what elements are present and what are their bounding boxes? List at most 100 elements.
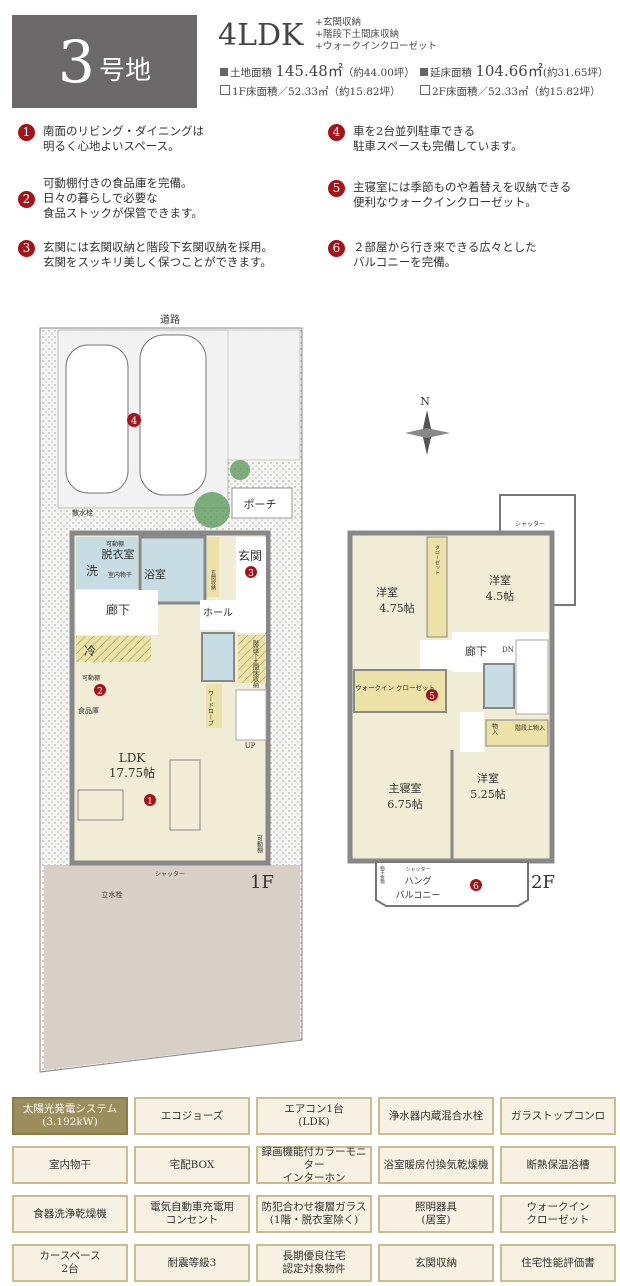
svg-text:5: 5	[429, 692, 435, 702]
feature-item: 長期優良住宅 認定対象物件	[256, 1244, 372, 1282]
point-text: 主寝室には季節ものや着替えを収納できる 便利なウォークインクローゼット。	[353, 180, 572, 209]
floor-area-label: 延床面積	[430, 67, 472, 79]
svg-text:2: 2	[97, 687, 103, 697]
land-area-value: 145.48㎡	[275, 62, 343, 80]
compass-north-label: N	[420, 395, 430, 408]
feature-item: エアコン1台 (LDK)	[256, 1097, 372, 1135]
empty-square-icon	[220, 85, 230, 95]
feature-item: 防犯合わせ複層ガラス (1階・脱衣室除く)	[256, 1195, 372, 1233]
f2-area: 2F床面積／52.33㎡（約15.82坪）	[420, 84, 601, 99]
svg-text:6: 6	[473, 882, 479, 892]
dn-label: DN	[502, 646, 514, 654]
balcony-label: バルコニー	[396, 890, 441, 901]
point-1: 1 南面のリビング・ダイニングは 明るく心地よいスペース。	[18, 124, 204, 154]
corridor-label: 廊下	[106, 602, 130, 617]
f1-area-text: 1F床面積／52.33㎡（約15.82坪）	[232, 86, 401, 98]
stair-storage-label: 階段上物入	[515, 724, 545, 732]
land-area-label: 土地面積	[230, 67, 272, 79]
room3-size: 5.25帖	[470, 788, 506, 801]
feature-item: ガラストップコンロ	[500, 1097, 616, 1135]
lot-suffix: 号地	[98, 56, 151, 86]
svg-text:4: 4	[131, 416, 137, 427]
lot-number: 3	[58, 27, 95, 96]
point-text: 車を2台並列駐車できる 駐車スペースも完備しています。	[353, 124, 523, 153]
car-icon	[65, 334, 207, 496]
storage-label: 物入	[491, 722, 498, 735]
spigot-label: 散水栓	[72, 508, 93, 517]
lot-title: 3 号地	[12, 15, 197, 108]
floor-area: 延床面積 104.66㎡(約31.65坪）	[420, 60, 609, 81]
feature-item: 食器洗浄乾燥機	[12, 1195, 128, 1233]
standpipe-label: 立水栓	[102, 890, 123, 899]
point-text: 玄関には玄関収納と階段下玄関収納を採用。 玄関をスッキリ美しく保つことができます…	[43, 240, 273, 269]
feature-item: 断熱保温浴槽	[500, 1146, 616, 1184]
f1-area: 1F床面積／52.33㎡（約15.82坪）	[220, 84, 401, 99]
badge-4	[127, 413, 141, 427]
badge: 1	[18, 124, 35, 141]
floor-1: 脱衣室 洗 室内物干 可動棚 浴室 玄関 3 玄関収納 ホール 廊下 冷 可動棚…	[69, 530, 274, 899]
feature-item: 住宅性能評価書	[500, 1244, 616, 1282]
dryer-label: 室内物干	[108, 571, 132, 579]
floor-1-label: 1F	[250, 872, 274, 893]
road-label: 道路	[160, 313, 180, 326]
wic-label: ウォークイン クローゼット	[355, 683, 435, 692]
extras-list: +玄関収納 +階段下土間床収納 +ウォークインクローゼット	[315, 17, 437, 53]
floor-area-tsubo: (約31.65坪）	[542, 67, 609, 79]
porch-label: ポーチ	[244, 498, 277, 511]
fridge-label: 冷	[84, 644, 96, 658]
layout-type: 4LDK	[218, 18, 304, 53]
feature-item: カースペース 2台	[12, 1244, 128, 1282]
point-2: 2 可動棚付きの食品庫を完備。 日々の暮らしで必要な 食品ストックが保管できます。	[18, 176, 203, 221]
porch	[231, 487, 293, 519]
compass-icon: N	[405, 395, 450, 455]
tree-icon	[194, 492, 230, 528]
bath-label: 浴室	[144, 567, 166, 581]
point-5: 5 主寝室には季節ものや着替えを収納できる 便利なウォークインクローゼット。	[328, 180, 571, 210]
feature-item: 太陽光発電システム (3.192kW)	[12, 1097, 128, 1135]
f2-area-text: 2F床面積／52.33㎡（約15.82坪）	[432, 86, 601, 98]
shutter-label: シャッター	[405, 866, 430, 873]
wash-label: 洗	[86, 564, 98, 578]
pantry-label: 食品庫	[78, 706, 99, 715]
master-label: 主寝室	[389, 781, 422, 795]
drying-hardware-label: 物干金物	[380, 865, 385, 886]
empty-square-icon	[420, 85, 430, 95]
feature-item: エコジョーズ	[134, 1097, 250, 1135]
closet-label: クローゼット	[434, 545, 440, 575]
point-text: 可動棚付きの食品庫を完備。 日々の暮らしで必要な 食品ストックが保管できます。	[43, 176, 203, 220]
hall-label: ホール	[203, 607, 233, 619]
master-size: 6.75帖	[387, 798, 423, 811]
badge: 2	[18, 191, 35, 208]
feature-item: 玄関収納	[378, 1244, 494, 1282]
floor-2: シャッター 洋室 4.75帖 洋室 4.5帖 クローゼット 廊下 DN ウォーク…	[347, 494, 576, 907]
feature-item: 耐震等級3	[134, 1244, 250, 1282]
feature-item: 録画機能付カラーモニター インターホン	[256, 1146, 372, 1184]
tree-icon	[230, 460, 250, 480]
badge: 4	[328, 124, 345, 141]
up-label: UP	[245, 742, 256, 750]
room2-size: 4.5帖	[486, 590, 515, 603]
feature-item: 浴室暖房付換気乾燥機	[378, 1146, 494, 1184]
feature-item: 電気自動車充電用 コンセント	[134, 1195, 250, 1233]
badge: 6	[328, 240, 345, 257]
point-text: 南面のリビング・ダイニングは 明るく心地よいスペース。	[43, 124, 204, 153]
floor-area-value: 104.66㎡	[475, 62, 543, 80]
under-stair-label: 階段下土間床収納	[252, 639, 259, 689]
svg-text:3: 3	[248, 569, 254, 579]
feature-item: 浄水器内蔵混合水栓	[378, 1097, 494, 1135]
room1-label: 洋室	[376, 585, 398, 599]
land-area: 土地面積 145.48㎡（約44.00坪）	[220, 60, 415, 81]
point-4: 4 車を2台並列駐車できる 駐車スペースも完備しています。	[328, 124, 523, 154]
extra-item: +玄関収納	[315, 17, 361, 28]
badge: 5	[328, 180, 345, 197]
washroom-label: 脱衣室	[102, 547, 135, 561]
floor-2-label: 2F	[531, 872, 555, 893]
ldk-size: 17.75帖	[109, 765, 155, 780]
svg-text:1: 1	[147, 797, 153, 807]
filled-square-icon	[220, 68, 228, 76]
shelf2-label: 可動棚	[256, 835, 263, 854]
pantry-shelf-label: 可動棚	[82, 674, 100, 682]
